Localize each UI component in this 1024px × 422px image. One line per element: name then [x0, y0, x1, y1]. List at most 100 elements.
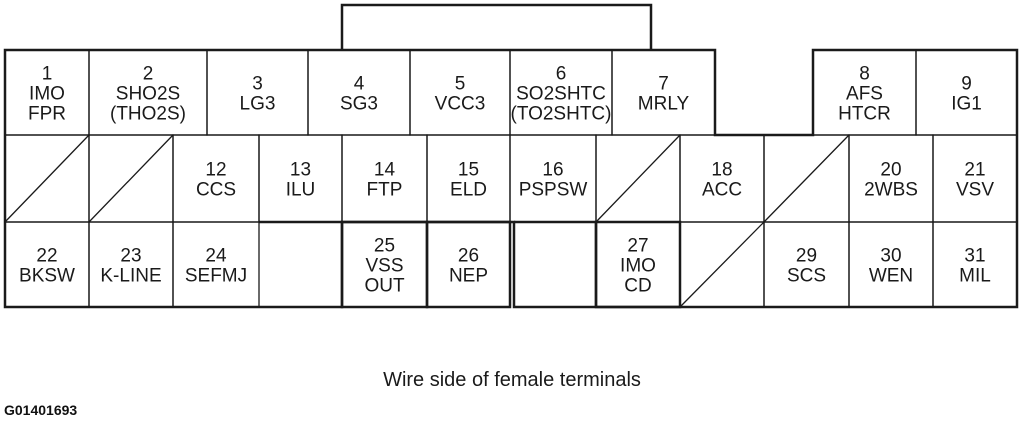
terminal-cell	[763, 134, 850, 223]
terminal-signal-label: FTP	[367, 180, 403, 201]
terminal-number: 18	[711, 160, 732, 181]
terminal-signal-label: IMO	[29, 84, 65, 105]
terminal-number: 23	[120, 246, 141, 267]
terminal-signal-label: (TO2SHTC)	[511, 104, 612, 125]
terminal-number: 3	[252, 74, 263, 95]
terminal-signal-label: CD	[624, 276, 651, 297]
terminal-cell: 23K-LINE	[88, 221, 174, 308]
terminal-number: 5	[455, 74, 466, 95]
terminal-signal-label: NEP	[449, 266, 488, 287]
terminal-number: 12	[205, 160, 226, 181]
terminal-number: 13	[290, 160, 311, 181]
unused-terminal-slash	[4, 134, 90, 223]
terminal-signal-label: OUT	[364, 276, 405, 297]
terminal-signal-label: AFS	[846, 84, 883, 105]
terminal-signal-label: (THO2S)	[110, 104, 186, 125]
terminal-number: 24	[205, 246, 227, 267]
terminal-signal-label: SEFMJ	[185, 266, 247, 287]
terminal-number: 30	[880, 246, 901, 267]
terminal-signal-label: SHO2S	[116, 84, 180, 105]
unused-terminal-slash	[595, 134, 681, 223]
terminal-signal-label: BKSW	[19, 266, 75, 287]
terminal-cell	[679, 221, 765, 308]
terminal-number: 20	[880, 160, 901, 181]
terminal-cell	[88, 134, 174, 223]
terminal-cell-border	[932, 221, 1018, 308]
terminal-signal-label: CCS	[196, 180, 236, 201]
terminal-signal-label: WEN	[869, 266, 913, 287]
terminal-number: 8	[859, 64, 870, 85]
terminal-cell-border	[172, 221, 260, 308]
terminal-signal-label: IMO	[620, 256, 656, 277]
terminal-signal-label: FPR	[28, 104, 66, 125]
terminal-number: 6	[556, 64, 567, 85]
terminal-signal-label: SO2SHTC	[516, 84, 606, 105]
terminal-signal-label: VSS	[365, 256, 403, 277]
terminal-number: 27	[627, 236, 648, 257]
terminal-number: 9	[961, 74, 972, 95]
terminal-number: 29	[796, 246, 817, 267]
terminal-signal-label: LG3	[240, 94, 276, 115]
terminal-cell-border	[425, 220, 512, 309]
terminal-number: 21	[964, 160, 985, 181]
terminal-signal-label: VCC3	[435, 94, 486, 115]
terminal-cell	[4, 134, 90, 223]
terminal-signal-label: IG1	[951, 94, 982, 115]
terminal-number: 31	[964, 246, 985, 267]
terminal-number: 22	[36, 246, 57, 267]
terminal-signal-label: MIL	[959, 266, 991, 287]
figure-code: G01401693	[4, 402, 77, 418]
terminal-signal-label: 2WBS	[864, 180, 918, 201]
terminal-number: 4	[354, 74, 365, 95]
terminal-signal-label: SG3	[340, 94, 378, 115]
terminal-number: 26	[458, 246, 479, 267]
terminal-signal-label: SCS	[787, 266, 826, 287]
terminal-signal-label: ACC	[702, 180, 742, 201]
unused-terminal-slash	[679, 221, 765, 308]
terminal-number: 2	[143, 64, 154, 85]
terminal-cell	[595, 134, 681, 223]
terminal-grid: 1IMOFPR2SHO2S(THO2S)3LG34SG35VCC36SO2SHT…	[4, 49, 1018, 309]
unused-terminal-slash	[88, 134, 174, 223]
terminal-number: 14	[374, 160, 396, 181]
terminal-signal-label: VSV	[956, 180, 994, 201]
terminal-signal-label: ILU	[286, 180, 316, 201]
terminal-signal-label: K-LINE	[100, 266, 161, 287]
terminal-number: 15	[458, 160, 479, 181]
connector-lock-tab	[340, 3, 653, 50]
diagram-caption: Wire side of female terminals	[383, 369, 641, 391]
terminal-signal-label: MRLY	[638, 94, 690, 115]
terminal-number: 7	[658, 74, 669, 95]
terminal-number: 25	[374, 236, 395, 257]
terminal-signal-label: HTCR	[838, 104, 891, 125]
unused-terminal-slash	[763, 134, 850, 223]
terminal-signal-label: PSPSW	[519, 180, 588, 201]
terminal-signal-label: ELD	[450, 180, 487, 201]
